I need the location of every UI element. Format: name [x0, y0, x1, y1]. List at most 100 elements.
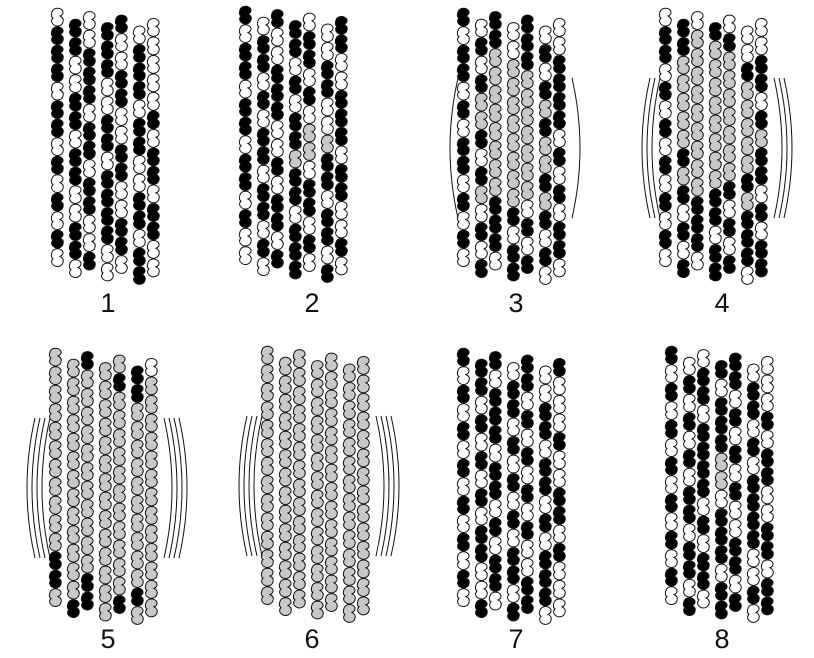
dark-stitch — [474, 543, 488, 563]
dark-stitch — [728, 445, 742, 464]
empty-stitch — [456, 366, 470, 385]
gray-stitch — [112, 428, 126, 448]
empty-stitch — [552, 561, 566, 581]
gray-stitch — [356, 430, 370, 449]
empty-stitch — [506, 528, 520, 548]
empty-stitch — [714, 378, 728, 398]
gray-stitch — [708, 77, 722, 97]
gray-stitch — [260, 364, 274, 383]
empty-stitch — [320, 190, 334, 209]
dark-stitch — [760, 467, 774, 486]
gray-stitch — [740, 81, 754, 100]
dark-stitch — [664, 382, 678, 402]
empty-stitch — [334, 71, 348, 91]
empty-stitch — [552, 166, 566, 185]
panel-label-2: 2 — [304, 288, 319, 318]
dark-stitch — [68, 18, 82, 38]
gray-stitch — [260, 530, 274, 550]
gray-stitch — [740, 99, 754, 119]
dark-stitch — [288, 75, 302, 95]
vibration-arc-right — [390, 415, 400, 557]
vibration-arc-left — [238, 415, 248, 557]
dark-stitch — [760, 596, 774, 616]
empty-stitch — [552, 580, 566, 599]
gray-stitch — [292, 460, 306, 479]
empty-stitch — [520, 465, 534, 485]
empty-stitch — [754, 221, 768, 241]
gray-stitch — [722, 70, 736, 89]
dark-stitch — [754, 73, 768, 93]
empty-stitch — [722, 14, 736, 34]
dark-stitch — [658, 192, 672, 212]
gray-stitch — [488, 159, 502, 178]
dark-stitch — [552, 432, 566, 451]
empty-stitch — [506, 417, 520, 437]
gray-stitch — [342, 400, 356, 420]
dark-stitch — [270, 83, 284, 102]
gray-stitch — [48, 532, 62, 552]
gray-stitch — [690, 85, 704, 104]
gray-stitch — [80, 462, 94, 481]
empty-stitch — [538, 365, 552, 385]
dark-stitch — [68, 222, 82, 241]
gray-stitch — [98, 547, 112, 566]
empty-stitch — [320, 97, 334, 117]
gray-stitch — [690, 48, 704, 67]
empty-stitch — [334, 201, 348, 220]
empty-stitch — [658, 137, 672, 156]
empty-stitch — [474, 148, 488, 167]
dark-stitch — [740, 173, 754, 193]
empty-stitch — [456, 118, 470, 138]
dark-stitch — [488, 480, 502, 500]
dark-stitch — [320, 264, 334, 283]
panel-label-1: 1 — [100, 288, 115, 318]
dark-stitch — [50, 44, 64, 64]
vibration-arc-left — [449, 77, 459, 219]
gray-stitch — [130, 606, 144, 625]
gray-stitch — [278, 430, 292, 450]
gray-stitch — [356, 504, 370, 523]
dark-stitch — [740, 62, 754, 82]
gray-stitch — [98, 399, 112, 418]
gray-stitch — [690, 66, 704, 86]
dark-stitch — [754, 240, 768, 259]
gray-stitch — [356, 522, 370, 542]
dark-stitch — [552, 73, 566, 93]
dark-stitch — [714, 508, 728, 527]
dark-stitch — [238, 61, 252, 80]
gray-stitch — [474, 111, 488, 130]
dark-stitch — [658, 229, 672, 249]
empty-stitch — [114, 181, 128, 200]
gray-stitch — [310, 582, 324, 601]
gray-stitch — [48, 384, 62, 404]
empty-stitch — [100, 151, 114, 171]
dark-stitch — [474, 451, 488, 470]
gray-stitch — [144, 580, 158, 599]
dark-stitch — [48, 551, 62, 570]
gray-stitch — [66, 562, 80, 581]
gray-stitch — [310, 563, 324, 583]
gray-stitch — [676, 92, 690, 112]
vibration-arc-right — [178, 417, 188, 559]
empty-stitch — [270, 231, 284, 250]
gray-stitch — [260, 493, 274, 513]
dark-stitch — [456, 532, 470, 552]
dark-stitch — [474, 166, 488, 186]
gray-stitch — [324, 352, 338, 372]
dark-stitch — [456, 458, 470, 478]
empty-stitch — [334, 219, 348, 239]
gray-stitch — [144, 487, 158, 507]
gray-stitch — [342, 363, 356, 383]
dark-stitch — [690, 214, 704, 234]
empty-stitch — [488, 443, 502, 463]
dark-stitch — [82, 196, 96, 215]
empty-stitch — [520, 558, 534, 577]
dark-stitch — [68, 240, 82, 260]
dark-stitch — [664, 419, 678, 439]
empty-stitch — [538, 229, 552, 248]
empty-stitch — [538, 606, 552, 625]
empty-stitch — [114, 125, 128, 145]
dark-stitch — [320, 227, 334, 246]
gray-stitch — [324, 371, 338, 390]
